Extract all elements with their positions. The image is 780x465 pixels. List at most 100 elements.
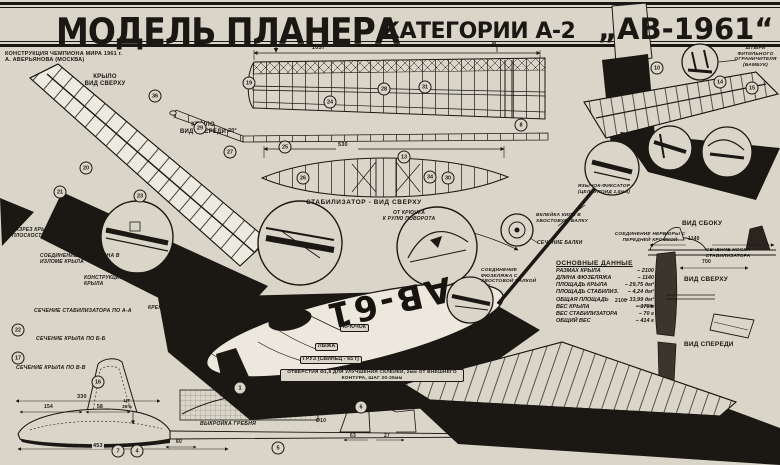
part-number-badge: 36 [148, 89, 162, 103]
label-stab-section-aa: СЕЧЕНИЕ СТАБИЛИЗАТОРА ПО А-А [34, 308, 132, 314]
part-number-badge: 22 [11, 323, 25, 337]
detail-fuselage-joint [446, 276, 494, 324]
dim-boom-length: 700 [702, 259, 711, 265]
note-rudder-line: ОТ КРЮЧКА К РУЛЮ ПОВОРОТА [382, 210, 436, 222]
spec-row: ОБЩАЯ ПЛОЩАДЬ– 33,99 дм² [556, 296, 654, 303]
detail-rib-joint [647, 125, 693, 171]
part-number-badge: 30 [441, 171, 455, 185]
part-number-badge: 26 [296, 171, 310, 185]
side-view-drawing [648, 225, 776, 256]
part-number-badge: 1 [233, 381, 247, 395]
part-number-badge: 28 [377, 82, 391, 96]
label-view-side: ВИД СБОКУ [682, 220, 723, 227]
stabilizer-top-view-drawing [262, 146, 510, 198]
part-number-badge: 23 [133, 189, 147, 203]
detail-tongue-fixator [584, 140, 640, 196]
label-stab-top-view: СТАБИЛИЗАТОР - ВИД СВЕРХУ [306, 199, 422, 206]
part-number-badge: 17 [11, 351, 25, 365]
part-number-badge: 31 [418, 80, 432, 94]
part-number-badge: 5 [271, 441, 285, 455]
wing-front-view-drawing [169, 109, 549, 143]
specs-title: ОСНОВНЫЕ ДАННЫЕ [556, 260, 633, 267]
spec-row: РАЗМАХ КРЫЛА– 2100 [556, 268, 654, 274]
part-number-badge: 19 [242, 76, 256, 90]
part-number-badge: 34 [423, 170, 437, 184]
label-spar-mount: КРЕПЛЕНИЕ ЛОНЖЕРОНА [148, 305, 218, 311]
dim-hole-10: Ø10 [316, 418, 327, 424]
part-number-badge: 14 [713, 75, 727, 89]
label-wing-section-vv: СЕЧЕНИЕ КРЫЛА ПО В-В [16, 365, 86, 371]
detail-spar-joint [257, 200, 343, 286]
dim-27: 27 [384, 433, 390, 439]
label-view-front: ВИД СПЕРЕДИ [684, 341, 734, 348]
note-holes: ОТВЕРСТИЯ Ø1,5 ДЛЯ УЛУЧШЕНИЯ СКЛЕЙКИ, 2м… [280, 369, 464, 383]
spec-row: ПЛОЩАДЬ КРЫЛА– 29,75 дм² [556, 282, 654, 289]
part-number-badge: 10 [650, 61, 664, 75]
dim-wing-half: 1057 [312, 45, 326, 51]
part-number-badge: 8 [514, 118, 528, 132]
part-number-badge: 6 [354, 400, 368, 414]
label-view-top: ВИД СВЕРХУ [684, 276, 728, 283]
part-number-badge: 24 [323, 95, 337, 109]
dim-154: 154 [44, 404, 53, 410]
detail-pins [681, 43, 719, 81]
label-ski: ЛЫЖА [315, 343, 339, 351]
part-number-badge: 25 [278, 140, 292, 154]
dim-63: 63 [350, 433, 356, 439]
dim-453: 453 [92, 443, 104, 450]
page-title-model: „АВ-1961“ [598, 12, 774, 46]
label-nose-construction: КОНСТРУКЦИЯ НОСКА КРЫЛА [84, 275, 145, 287]
spec-row: ОБЩИЙ ВЕС– 414 г [556, 317, 654, 324]
page-title: МОДЕЛЬ ПЛАНЕРА [56, 10, 400, 53]
label-comb: ГРЕБЕНЬ (ДЮРАЛЬ 2мм) [170, 336, 210, 348]
credit-line: КОНСТРУКЦИЯ ЧЕМПИОНА МИРА 1961 г. А. АВЕ… [5, 51, 123, 64]
label-wing-section-bb: СЕЧЕНИЕ КРЫЛА ПО Б-Б [36, 336, 106, 342]
part-number-badge: 29 [193, 121, 207, 135]
spec-row: ВЕС СТАБИЛИЗАТОРА– 70 г [556, 310, 654, 317]
spec-row: ДЛИНА ФЮЗЕЛЯЖА– 1140 [556, 275, 654, 282]
dim-dihedral: 20° [228, 128, 237, 134]
label-fin-glue: ВКЛЕЙКА КИЛЯ В ХВОСТОВУЮ БАЛКУ [536, 213, 589, 224]
top-view-drawing [636, 251, 755, 339]
dim-span: 2100 [615, 298, 627, 304]
detail-stab-nose-section [701, 126, 753, 178]
label-spar-joint: СОЕДИНЕНИЕ ЛОНЖЕРОНА В ИЗЛОМЕ КРЫЛА [40, 253, 120, 265]
wing-top-view-drawing [247, 46, 546, 120]
label-stab-nose-section: СЕЧЕНИЕ НОСКА СТАБИЛИЗАТОРА [705, 248, 751, 259]
detail-nose-construction [396, 206, 478, 288]
detail-boom-section [500, 213, 534, 247]
part-number-badge: 4 [130, 444, 144, 458]
detail-circles [100, 43, 753, 324]
label-hook: КРЮЧОК [340, 324, 370, 332]
label-tongue-fixator: ЯЗЫЧОК-ФИКСАТОР (ЦЕЛЛУЛОИД 1,5мм) [577, 184, 631, 195]
dim-fuselage-length: 1140 [688, 236, 700, 242]
label-ballast: ГРУЗ (СВИНЕЦ - 65 г) [300, 356, 362, 364]
part-number-badge: 15 [745, 81, 759, 95]
section-mark-b: Б [270, 42, 275, 48]
spec-row: ВЕС КРЫЛА– 178 г [556, 303, 654, 310]
dim-cg: ЦТ 38% [122, 399, 133, 410]
page-title-category: КАТЕГОРИИ А-2 [382, 19, 576, 44]
part-number-badge: 16 [91, 375, 105, 389]
label-comb-pattern: ВЫКРОЙКА ГРЕБНЯ [200, 421, 257, 427]
label-rib-joint: СОЕДИНЕНИЕ НЕРВЮРЫ С ПЕРЕДНЕЙ КРОМКОЙ [614, 232, 686, 243]
header-rules [0, 2, 780, 47]
spec-row: ПЛОЩАДЬ СТАБИЛИЗ.– 4,24 дм² [556, 289, 654, 296]
label-pins: ШТЫРИ ФИТИЛЬНОГО ОГРАНИЧИТЕЛЯ (БАМБУК) [734, 46, 777, 68]
fuselage-profile-drawing [15, 358, 501, 451]
dim-stab-span: 530 [338, 142, 348, 148]
dim-nose-330: 330 [76, 394, 88, 401]
part-number-badge: 27 [223, 145, 237, 159]
label-wing-cut: РАЗРЕЗ КРЫЛА В ПЛОСКОСТИ ИЗЛОМА [12, 227, 70, 239]
part-number-badge: 21 [53, 185, 67, 199]
dim-58: 58 [97, 404, 103, 410]
label-fuselage-joint: СОЕДИНЕНИЕ ФЮЗЕЛЯЖА С ХВОСТОВОЙ БАЛКОЙ [481, 268, 537, 285]
part-number-badge: 7 [111, 444, 125, 458]
part-number-badge: 20 [79, 161, 93, 175]
label-boom-section: СЕЧЕНИЕ БАЛКИ [537, 240, 583, 246]
section-mark-v: В [492, 42, 497, 48]
